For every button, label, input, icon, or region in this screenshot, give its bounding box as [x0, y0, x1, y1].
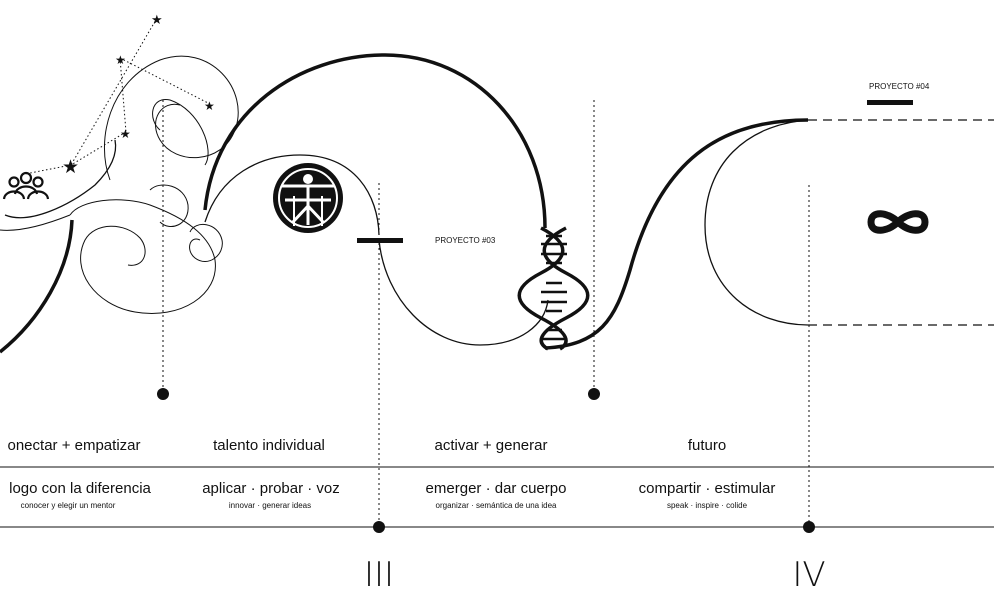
stage-4-title: futuro	[687, 437, 727, 454]
stage-3-sub: organizar · semántica de una idea	[435, 501, 557, 510]
project-marker-bar	[867, 100, 913, 105]
swirl-ornament	[0, 55, 239, 314]
constellation	[19, 17, 211, 176]
stage-1-title: onectar + empatizar	[7, 437, 141, 454]
stage-2-main: aplicar · probar · voz	[202, 480, 340, 497]
vitruvian-emblem-icon	[273, 163, 343, 233]
milestone-dot	[373, 521, 385, 533]
stage-2-title: talento individual	[213, 437, 325, 454]
milestone-dot	[157, 388, 169, 400]
milestone-label-4: IV	[792, 555, 826, 590]
milestone-label-3: III	[363, 555, 395, 590]
stage-3-title: activar + generar	[434, 437, 548, 454]
project-label-3: PROYECTO #03	[435, 236, 496, 245]
star-icon: ★ ★ ★ ★ ★	[62, 13, 215, 178]
infinity-icon	[867, 210, 929, 234]
svg-text:★: ★	[62, 156, 79, 178]
stage-1-main: logo con la diferencia	[9, 480, 151, 497]
stage-2-sub: innovar · generar ideas	[228, 501, 312, 510]
svg-text:★: ★	[151, 13, 163, 28]
project-marker-bar	[357, 238, 403, 243]
stage-3-main: emerger · dar cuerpo	[425, 480, 567, 497]
milestone-dot	[803, 521, 815, 533]
stage-4-sub: speak · inspire · colide	[666, 501, 748, 510]
stage-1-sub: conocer y elegir un mentor	[20, 501, 116, 510]
stage-4-main: compartir · estimular	[638, 480, 776, 497]
journey-curve-thick	[0, 53, 809, 354]
svg-text:★: ★	[115, 53, 126, 67]
project-label-4: PROYECTO #04	[869, 82, 930, 91]
milestone-dot	[588, 388, 600, 400]
dna-helix-icon	[517, 226, 590, 351]
svg-text:★: ★	[120, 127, 131, 141]
svg-text:★: ★	[204, 99, 215, 113]
people-icon	[2, 171, 50, 200]
journey-curve-thin	[4, 119, 809, 346]
